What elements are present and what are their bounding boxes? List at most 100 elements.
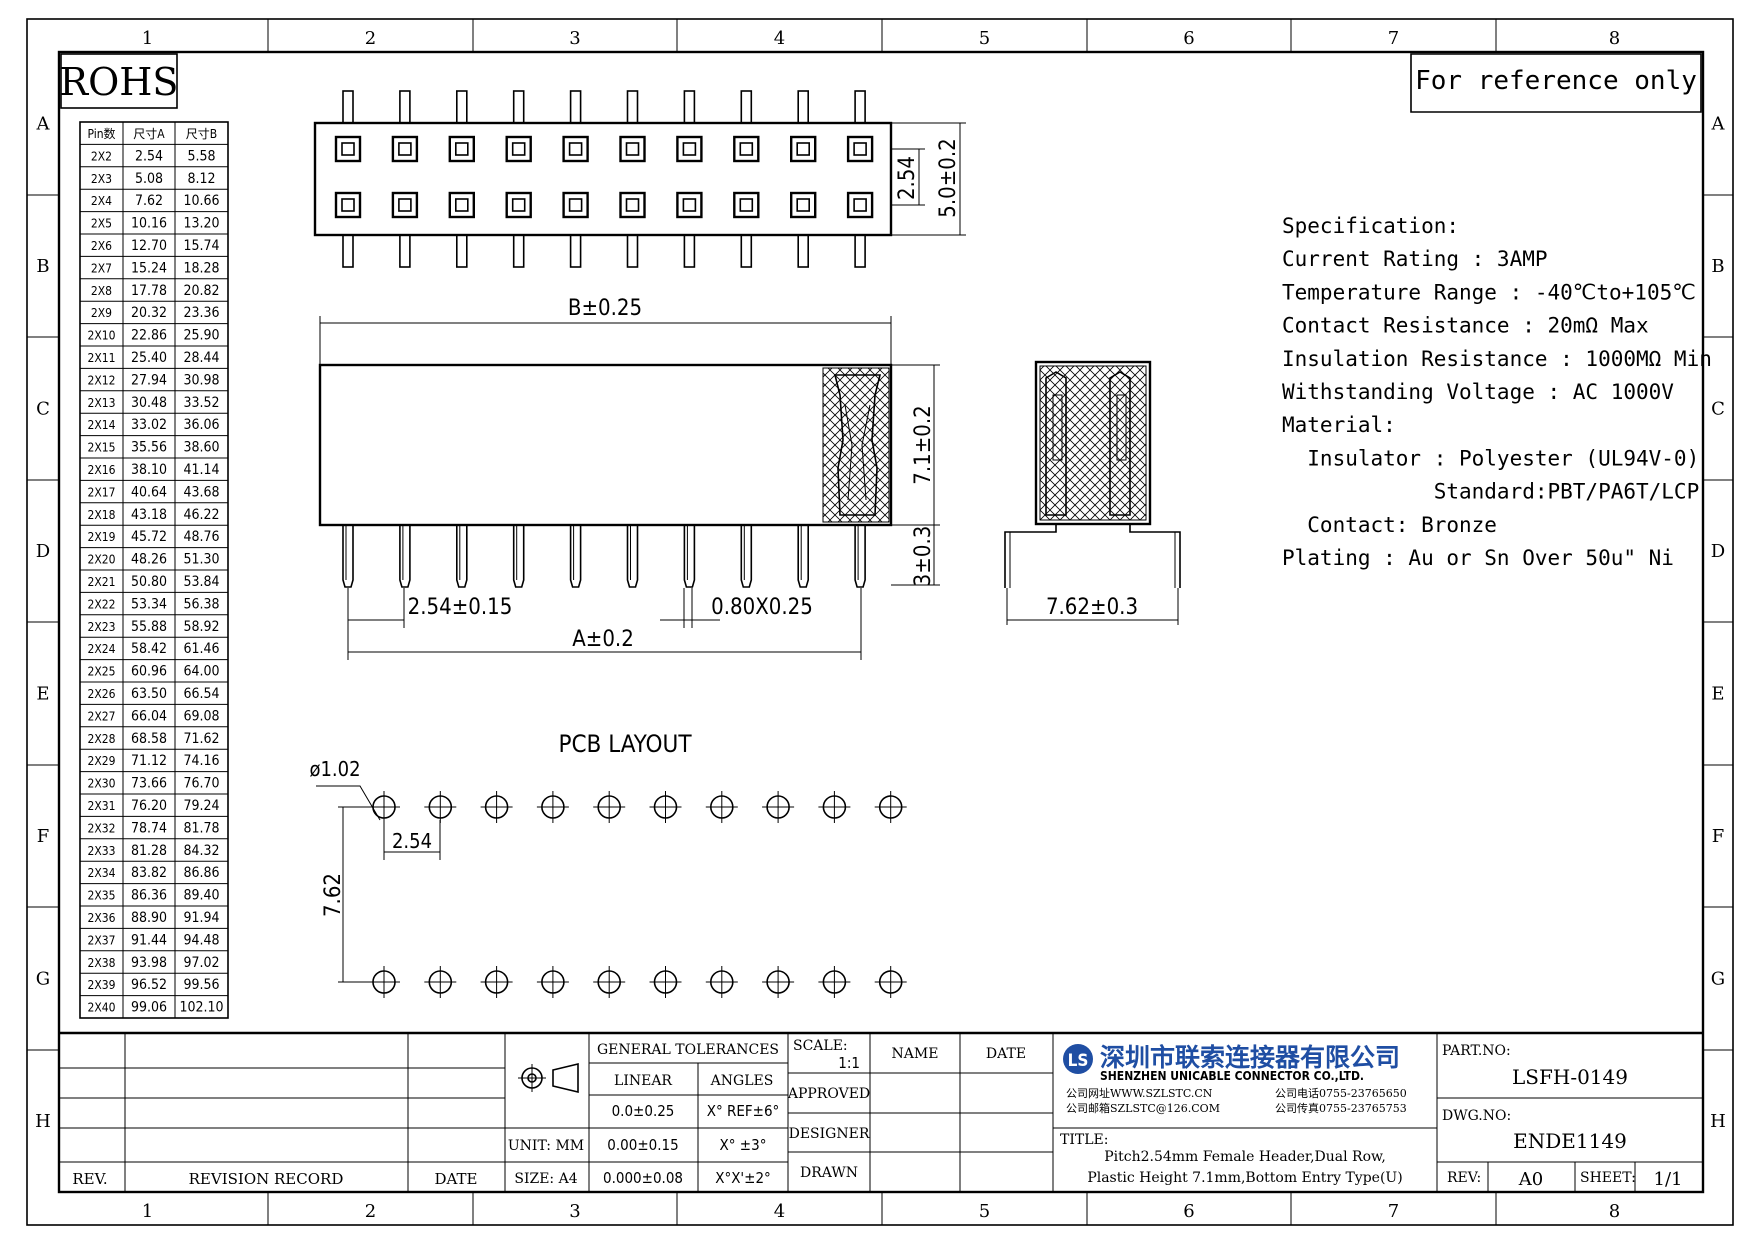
row-marker-left: B bbox=[36, 256, 49, 277]
size-table-cell: 2X16 bbox=[88, 463, 116, 477]
size-table-cell: 50.80 bbox=[131, 574, 167, 590]
contact-opening bbox=[448, 191, 475, 219]
size-table-cell: 2X24 bbox=[88, 642, 116, 656]
linear-3: 0.000±0.08 bbox=[603, 1169, 683, 1187]
contact-opening bbox=[568, 142, 583, 156]
contact-opening bbox=[398, 198, 412, 212]
pin-size-dim: 0.80X0.25 bbox=[711, 595, 813, 620]
side-pin bbox=[399, 525, 411, 588]
size-table-cell: 2X38 bbox=[88, 956, 116, 970]
pcb-hole-center bbox=[649, 791, 682, 823]
size-table-cell: 2X27 bbox=[88, 709, 116, 723]
col-marker-top: 3 bbox=[569, 28, 580, 49]
size-table-cell: 2X10 bbox=[88, 329, 116, 343]
logo-mark-icon: LS bbox=[1068, 1051, 1089, 1071]
row-marker-right: C bbox=[1711, 399, 1725, 420]
side-pin bbox=[854, 525, 866, 588]
size-table-header: 尺寸B bbox=[186, 127, 217, 141]
size-table-cell: 88.90 bbox=[131, 910, 167, 926]
pcb-pitch-dim: 2.54 bbox=[392, 829, 432, 853]
size-table-cell: 2X2 bbox=[91, 149, 112, 163]
size-table-cell: 45.72 bbox=[131, 529, 167, 545]
contact-opening bbox=[676, 135, 703, 163]
contact-opening bbox=[676, 191, 703, 219]
size-table-cell: 20.32 bbox=[131, 305, 167, 321]
pin-lead bbox=[455, 90, 468, 124]
contact-opening bbox=[625, 198, 640, 212]
rohs-mark: ROHS bbox=[60, 53, 178, 109]
pin-lead bbox=[399, 90, 411, 124]
size-table-cell: 53.34 bbox=[131, 596, 167, 612]
pin-lead bbox=[797, 234, 810, 268]
row-pitch-dim: 2.54 bbox=[895, 156, 920, 200]
size-table-cell: 71.12 bbox=[131, 753, 167, 769]
size-table-cell: 81.28 bbox=[131, 843, 167, 859]
pin-lead bbox=[342, 90, 354, 124]
size-table-cell: 2X33 bbox=[88, 844, 116, 858]
col-marker-bottom: 3 bbox=[569, 1201, 580, 1222]
row-marker-left: D bbox=[36, 541, 50, 562]
angle-2: X° ±3° bbox=[720, 1136, 767, 1154]
row-marker-left: F bbox=[37, 826, 50, 847]
spec-line: Current Rating : 3AMP bbox=[1282, 247, 1548, 271]
spec-line: Insulation Resistance : 1000MΩ Min bbox=[1282, 347, 1712, 371]
contact-opening bbox=[853, 198, 867, 212]
size-table-cell: 96.52 bbox=[131, 977, 167, 993]
size-table-cell: 102.10 bbox=[179, 1000, 223, 1016]
size-table-header: 尺寸A bbox=[133, 127, 165, 141]
size-table-cell: 12.70 bbox=[131, 238, 167, 254]
drawing-title-line2: Plastic Height 7.1mm,Bottom Entry Type(U… bbox=[1087, 1170, 1402, 1186]
col-marker-bottom: 7 bbox=[1388, 1201, 1399, 1222]
size-table-cell: 2X20 bbox=[88, 553, 116, 567]
size-table-cell: 36.06 bbox=[183, 417, 219, 433]
contact-opening bbox=[790, 191, 817, 219]
designer-label: DESIGNER bbox=[789, 1126, 870, 1142]
pin-lead bbox=[512, 234, 525, 268]
company-website: 公司网址WWW.SZLSTC.CN bbox=[1066, 1086, 1213, 1100]
size-table-cell: 25.90 bbox=[183, 328, 219, 344]
size-table-cell: 2X7 bbox=[91, 261, 112, 275]
size-table-cell: 7.62 bbox=[135, 193, 163, 209]
pin-lead bbox=[626, 234, 639, 268]
col-marker-bottom: 1 bbox=[142, 1201, 153, 1222]
pcb-hole-center bbox=[480, 966, 513, 998]
size-table-cell: 2X3 bbox=[91, 172, 112, 186]
pin-span-dim: A±0.2 bbox=[572, 627, 634, 652]
side-pin bbox=[456, 525, 468, 588]
size-table-cell: 60.96 bbox=[131, 664, 167, 680]
size-table-cell: 99.56 bbox=[183, 977, 219, 993]
size-table-cell: 2X8 bbox=[91, 284, 112, 298]
row-marker-left: C bbox=[36, 399, 50, 420]
size-table-cell: 2X4 bbox=[91, 194, 112, 208]
pin-lead bbox=[399, 234, 411, 268]
row-marker-right: D bbox=[1711, 541, 1725, 562]
row-marker-right: H bbox=[1710, 1111, 1726, 1132]
rev-label: REV: bbox=[1447, 1170, 1481, 1186]
part-no-label: PART.NO: bbox=[1442, 1043, 1511, 1059]
pcb-hole-center bbox=[593, 791, 626, 823]
row-marker-right: A bbox=[1711, 114, 1726, 135]
reference-note: For reference only bbox=[1415, 66, 1697, 96]
pin-pitch-dim: 2.54±0.15 bbox=[408, 595, 513, 620]
size-table-cell: 2X30 bbox=[88, 777, 116, 791]
contact-opening bbox=[334, 135, 362, 163]
col-marker-bottom: 4 bbox=[774, 1201, 785, 1222]
size-table-cell: 25.40 bbox=[131, 350, 167, 366]
spec-line: Temperature Range : -40℃to+105℃ bbox=[1282, 280, 1696, 304]
pin-lead bbox=[569, 90, 582, 124]
contact-opening bbox=[505, 191, 532, 219]
size-table-cell: 91.44 bbox=[131, 932, 167, 948]
contact-opening bbox=[562, 135, 589, 163]
size-table-cell: 40.64 bbox=[131, 484, 167, 500]
row-marker-right: G bbox=[1711, 969, 1725, 990]
size-table-cell: 2X37 bbox=[88, 933, 116, 947]
size-table-cell: 46.22 bbox=[183, 507, 219, 523]
pcb-title: PCB LAYOUT bbox=[558, 730, 692, 758]
col-marker-bottom: 2 bbox=[365, 1201, 376, 1222]
pcb-hole-center bbox=[705, 966, 738, 998]
size-table-cell: 2X11 bbox=[88, 351, 116, 365]
pin-lead bbox=[512, 90, 525, 124]
pcb-layout: PCB LAYOUT ø1.02 2.54 7.62 bbox=[309, 730, 907, 998]
